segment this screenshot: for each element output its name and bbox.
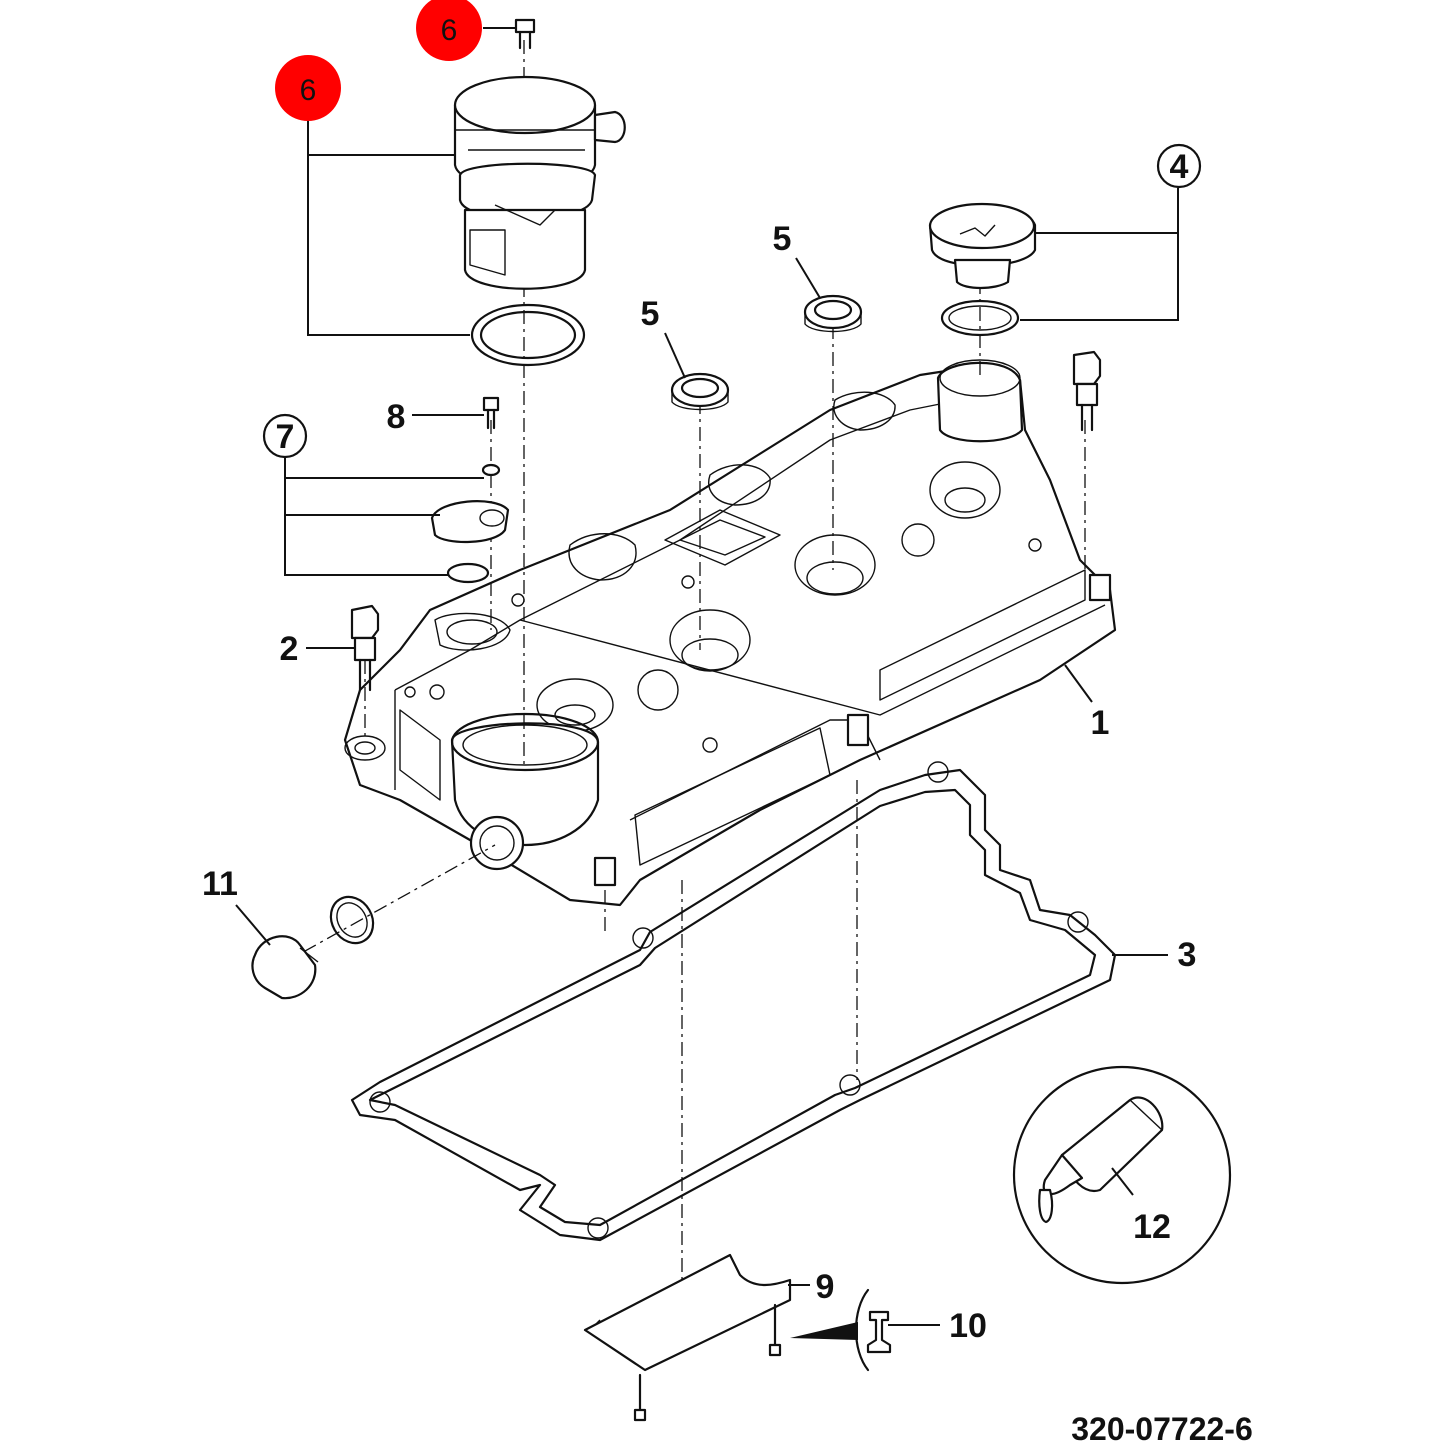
cover-gasket bbox=[350, 761, 1117, 1242]
callout-11: 11 bbox=[202, 865, 238, 903]
cover-plate bbox=[583, 1253, 792, 1372]
callout-12: 12 bbox=[1133, 1208, 1171, 1246]
svg-text:6: 6 bbox=[300, 74, 317, 107]
breather-valve bbox=[430, 463, 510, 584]
callout-5b: 5 bbox=[773, 220, 792, 258]
breather-assembly bbox=[453, 18, 626, 367]
callout-8: 8 bbox=[387, 398, 406, 436]
leader-lines bbox=[235, 27, 1179, 1326]
callout-2: 2 bbox=[280, 630, 299, 668]
cover-bolt bbox=[350, 350, 1102, 692]
callout-5a: 5 bbox=[641, 295, 660, 333]
callout-7: 7 bbox=[262, 413, 308, 459]
svg-text:7: 7 bbox=[276, 418, 295, 456]
callout-6-top: 6 bbox=[416, 0, 482, 61]
spark-plug-seal bbox=[670, 294, 863, 411]
figure-id: 320-07722-6 bbox=[1071, 1411, 1252, 1445]
breather-screw bbox=[482, 396, 500, 430]
callout-10: 10 bbox=[949, 1307, 987, 1345]
svg-text:6: 6 bbox=[441, 14, 458, 47]
svg-text:4: 4 bbox=[1170, 148, 1189, 186]
callout-6-mid: 6 bbox=[275, 55, 341, 121]
callout-4: 4 bbox=[1156, 143, 1202, 189]
highlight-marker bbox=[416, 0, 482, 61]
callout-3: 3 bbox=[1178, 936, 1197, 974]
highlight-marker bbox=[275, 55, 341, 121]
drain-plug bbox=[251, 895, 375, 1000]
plate-screw bbox=[633, 1288, 892, 1422]
callout-9: 9 bbox=[816, 1268, 835, 1306]
valve-cover bbox=[343, 359, 1117, 907]
callout-1: 1 bbox=[1091, 704, 1110, 742]
oil-filler-cap bbox=[928, 202, 1037, 337]
sealant-tube bbox=[1012, 1065, 1232, 1285]
